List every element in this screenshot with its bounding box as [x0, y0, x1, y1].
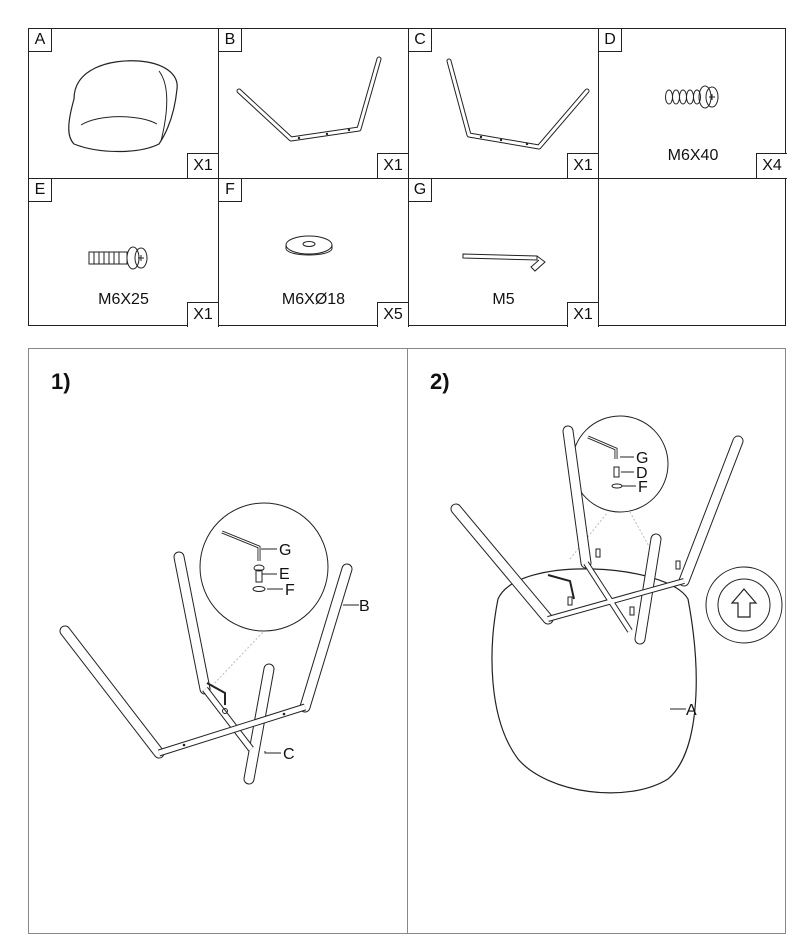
part-letter: C: [409, 29, 432, 52]
assembly-steps: 1) G E F: [28, 348, 786, 934]
part-spec: M5: [492, 291, 515, 308]
callout-f: F: [638, 479, 648, 496]
detail-magnifier: [571, 415, 669, 513]
callout-g: G: [636, 450, 648, 467]
part-quantity: X1: [187, 153, 218, 178]
part-quantity: X1: [187, 302, 218, 327]
callout-g: G: [279, 542, 291, 559]
step-number: 2): [430, 369, 450, 394]
chair-seat-icon: [68, 60, 178, 153]
parts-table: A X1 B X1 C X1 D M6X40 X4: [28, 28, 787, 327]
part-cell-c: C X1: [409, 29, 599, 179]
part-quantity: X1: [567, 153, 598, 178]
part-letter: B: [219, 29, 242, 52]
short-bolt-icon: [88, 246, 148, 270]
part-quantity: X1: [377, 153, 408, 178]
part-cell-d: D M6X40 X4: [599, 29, 787, 179]
step-1-illustration: G E F B C: [59, 502, 370, 785]
part-quantity: X1: [567, 302, 598, 327]
long-bolt-icon: [665, 85, 719, 109]
part-cell-e: E M6X25 X1: [29, 179, 219, 327]
callout-d: D: [636, 465, 648, 482]
part-quantity: X5: [377, 302, 408, 327]
part-cell-empty: [599, 179, 787, 327]
part-cell-g: G M5 X1: [409, 179, 599, 327]
washer-icon: [285, 235, 333, 256]
part-spec: M6XØ18: [281, 291, 346, 308]
leg-frame-b-icon: [236, 56, 382, 142]
hex-key-icon: [462, 253, 546, 272]
part-cell-f: F M6XØ18 X5: [219, 179, 409, 327]
part-quantity: X4: [756, 153, 787, 178]
callout-b: B: [359, 598, 370, 615]
part-cell-a: A X1: [29, 29, 219, 179]
part-spec: M6X25: [98, 291, 149, 308]
step-1-panel: 1) G E F: [29, 349, 408, 933]
step-number: 1): [51, 369, 71, 394]
callout-a: A: [686, 702, 697, 719]
part-spec: M6X40: [667, 147, 719, 164]
part-letter: F: [219, 179, 242, 202]
part-letter: E: [29, 179, 52, 202]
step-2-illustration: A G D F: [450, 415, 783, 794]
direction-arrow-icon: [705, 566, 783, 644]
part-letter: A: [29, 29, 52, 52]
callout-f: F: [285, 582, 295, 599]
step-2-panel: 2) A G D F: [408, 349, 786, 933]
part-letter: D: [599, 29, 622, 52]
seat-shell: [491, 568, 697, 794]
callout-c: C: [283, 746, 295, 763]
part-cell-b: B X1: [219, 29, 409, 179]
part-letter: G: [409, 179, 432, 202]
callout-e: E: [279, 566, 290, 583]
leg-frame-c-icon: [446, 58, 590, 150]
